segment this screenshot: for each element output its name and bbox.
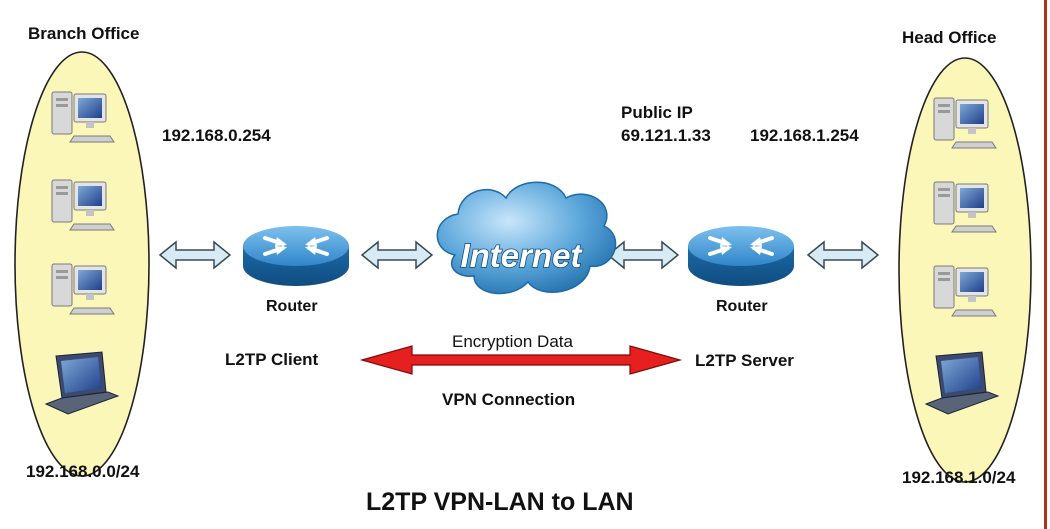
right-border	[1044, 0, 1047, 529]
branch-gateway-ip: 192.168.0.254	[162, 126, 271, 146]
right-router-label: Router	[716, 298, 768, 316]
head-gateway-ip: 192.168.1.254	[750, 126, 859, 146]
diagram-title: L2TP VPN-LAN to LAN	[366, 488, 634, 517]
internet-label: Internet	[460, 237, 583, 274]
double-arrow-icon	[608, 242, 678, 268]
public-ip-address: 69.121.1.33	[621, 126, 711, 146]
head-subnet: 192.168.1.0/24	[902, 468, 1015, 488]
router-icon	[243, 226, 349, 286]
internet-cloud-icon: Internet	[437, 182, 615, 293]
double-arrow-icon	[808, 242, 878, 268]
double-arrow-icon	[160, 242, 230, 268]
left-router-label: Router	[266, 298, 318, 316]
l2tp-client-label: L2TP Client	[225, 350, 318, 370]
router-icon	[688, 226, 794, 286]
public-ip-label: Public IP	[621, 103, 693, 123]
branch-office-title: Branch Office	[28, 24, 139, 44]
branch-subnet: 192.168.0.0/24	[26, 462, 139, 482]
head-office-title: Head Office	[902, 28, 996, 48]
encryption-data-label: Encryption Data	[452, 332, 573, 352]
l2tp-server-label: L2TP Server	[695, 351, 794, 371]
vpn-connection-label: VPN Connection	[442, 390, 575, 410]
double-arrow-icon	[362, 242, 432, 268]
